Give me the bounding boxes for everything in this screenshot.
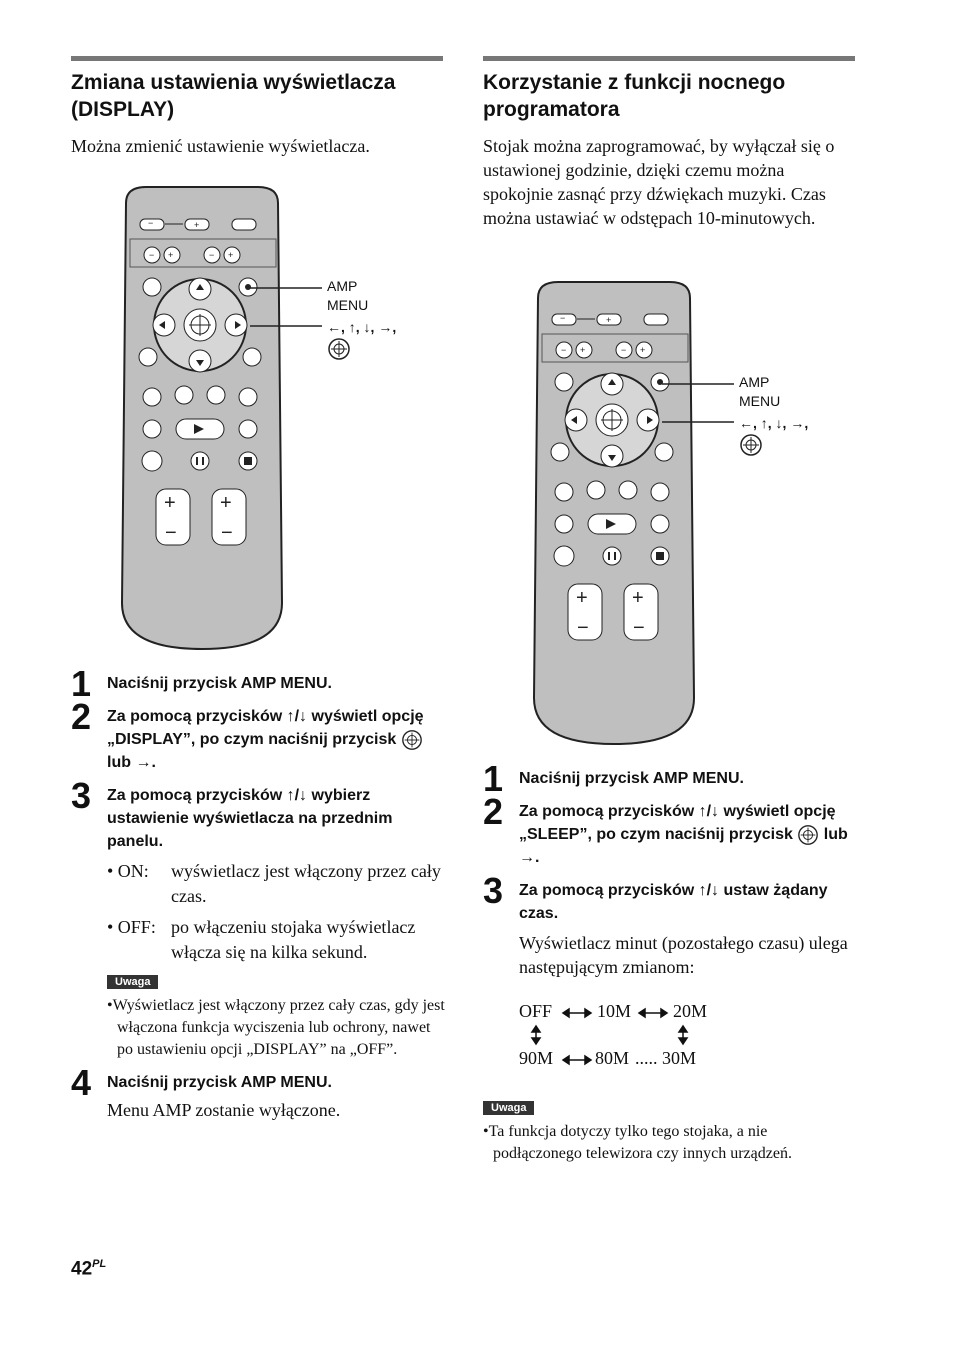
- callout-amp-menu: AMP MENU: [327, 278, 369, 313]
- step-subtext: Menu AMP zostanie wyłączone.: [107, 1100, 341, 1120]
- section-rule: [71, 56, 443, 61]
- step-4: 4 Naciśnij przycisk AMP MENU. Menu AMP z…: [71, 1065, 446, 1122]
- step-1: 1 Naciśnij przycisk AMP MENU.: [483, 761, 858, 797]
- step-text: Za pomocą przycisków ↑/↓ wyświetl opcję …: [519, 800, 858, 869]
- remote-control-illustration: [528, 278, 700, 748]
- step-3: 3 Za pomocą przycisków ↑/↓ wybierz ustaw…: [71, 778, 446, 1061]
- step-text-part-a: Za pomocą przycisków ↑/↓ wyświetl opcję …: [107, 708, 424, 748]
- left-section: Zmiana ustawienia wyświetlacza (DISPLAY): [71, 56, 443, 123]
- seq-90m: 90M: [519, 1048, 554, 1068]
- step-text-part-b: lub →.: [107, 754, 156, 771]
- seq-30m: ..... 30M: [635, 1048, 697, 1068]
- option-on: • ON: wyświetlacz jest włączony przez ca…: [107, 859, 446, 909]
- step-text: Za pomocą przycisków ↑/↓ wybierz ustawie…: [107, 787, 393, 850]
- enter-icon: [740, 434, 762, 456]
- callout-arrows: ←, ↑, ↓, →,: [327, 319, 397, 335]
- intro-text: Stojak można zaprogramować, by wyłączał …: [483, 136, 835, 228]
- option-desc: po włączeniu stojaka wyświetlacz włącza …: [171, 917, 416, 962]
- seq-off: OFF: [519, 1001, 553, 1021]
- step-1: 1 Naciśnij przycisk AMP MENU.: [71, 666, 446, 702]
- option-desc: wyświetlacz jest włączony przez cały cza…: [171, 861, 441, 906]
- step-text: Za pomocą przycisków ↑/↓ ustaw żądany cz…: [519, 882, 828, 922]
- note-text: •Wyświetlacz jest włączony przez cały cz…: [107, 997, 445, 1058]
- step-text: Za pomocą przycisków ↑/↓ wyświetl opcję …: [107, 705, 446, 774]
- callout-lines: [662, 383, 734, 423]
- step-number: 1: [71, 663, 92, 704]
- intro-text: Można zmienić ustawienie wyświetlacza.: [71, 136, 370, 156]
- step-number: 2: [483, 791, 504, 832]
- step-text-part-b: lub →.: [519, 826, 848, 866]
- step-number: 3: [483, 870, 504, 911]
- sequence-arrows: [530, 1007, 689, 1066]
- enter-icon: [328, 338, 350, 360]
- page-number-value: 42: [71, 1258, 93, 1280]
- seq-20m: 20M: [673, 1001, 708, 1021]
- option-key: • OFF:: [107, 917, 156, 937]
- step-2: 2 Za pomocą przycisków ↑/↓ wyświetl opcj…: [483, 794, 858, 869]
- seq-10m: 10M: [597, 1001, 632, 1021]
- step-2: 2 Za pomocą przycisków ↑/↓ wyświetl opcj…: [71, 699, 446, 774]
- steps-list-right: 1 Naciśnij przycisk AMP MENU. 2 Za pomoc…: [483, 761, 858, 989]
- step-text-part-a: Za pomocą przycisków ↑/↓ wyświetl opcję …: [519, 803, 836, 843]
- step-number: 3: [71, 775, 92, 816]
- step-subtext: Wyświetlacz minut (pozostałego czasu) ul…: [519, 933, 848, 977]
- callout-amp-menu: AMP MENU: [739, 374, 781, 409]
- step-text: Naciśnij przycisk AMP MENU.: [107, 675, 332, 692]
- option-key: • ON:: [107, 861, 149, 881]
- step-text: Naciśnij przycisk AMP MENU.: [519, 770, 744, 787]
- option-off: • OFF: po włączeniu stojaka wyświetlacz …: [107, 915, 446, 965]
- seq-80m: 80M: [595, 1048, 630, 1068]
- page-number: 42PL: [71, 1258, 106, 1280]
- step-number: 4: [71, 1062, 92, 1103]
- note-badge: Uwaga: [483, 1101, 535, 1115]
- step-number: 2: [71, 696, 92, 737]
- section-title: Korzystanie z funkcji nocnego programato…: [483, 71, 786, 121]
- note-badge: Uwaga: [107, 975, 159, 989]
- step-3: 3 Za pomocą przycisków ↑/↓ ustaw żądany …: [483, 873, 858, 979]
- note-block-right: Uwaga •Ta funkcja dotyczy tylko tego sto…: [483, 1098, 855, 1165]
- step-text: Naciśnij przycisk AMP MENU.: [107, 1074, 332, 1091]
- steps-list-left: 1 Naciśnij przycisk AMP MENU. 2 Za pomoc…: [71, 666, 446, 1132]
- enter-icon: [401, 729, 422, 750]
- section-title: Zmiana ustawienia wyświetlacza (DISPLAY): [71, 71, 396, 121]
- section-rule: [483, 56, 855, 61]
- callout-arrows: ←, ↑, ↓, →,: [739, 415, 809, 431]
- callout-lines: [250, 287, 322, 327]
- right-section: Korzystanie z funkcji nocnego programato…: [483, 56, 855, 123]
- remote-control-illustration: [116, 183, 288, 653]
- note-text: •Ta funkcja dotyczy tylko tego stojaka, …: [483, 1123, 792, 1162]
- step-number: 1: [483, 758, 504, 799]
- enter-icon: [798, 824, 819, 845]
- page-language: PL: [92, 1258, 107, 1270]
